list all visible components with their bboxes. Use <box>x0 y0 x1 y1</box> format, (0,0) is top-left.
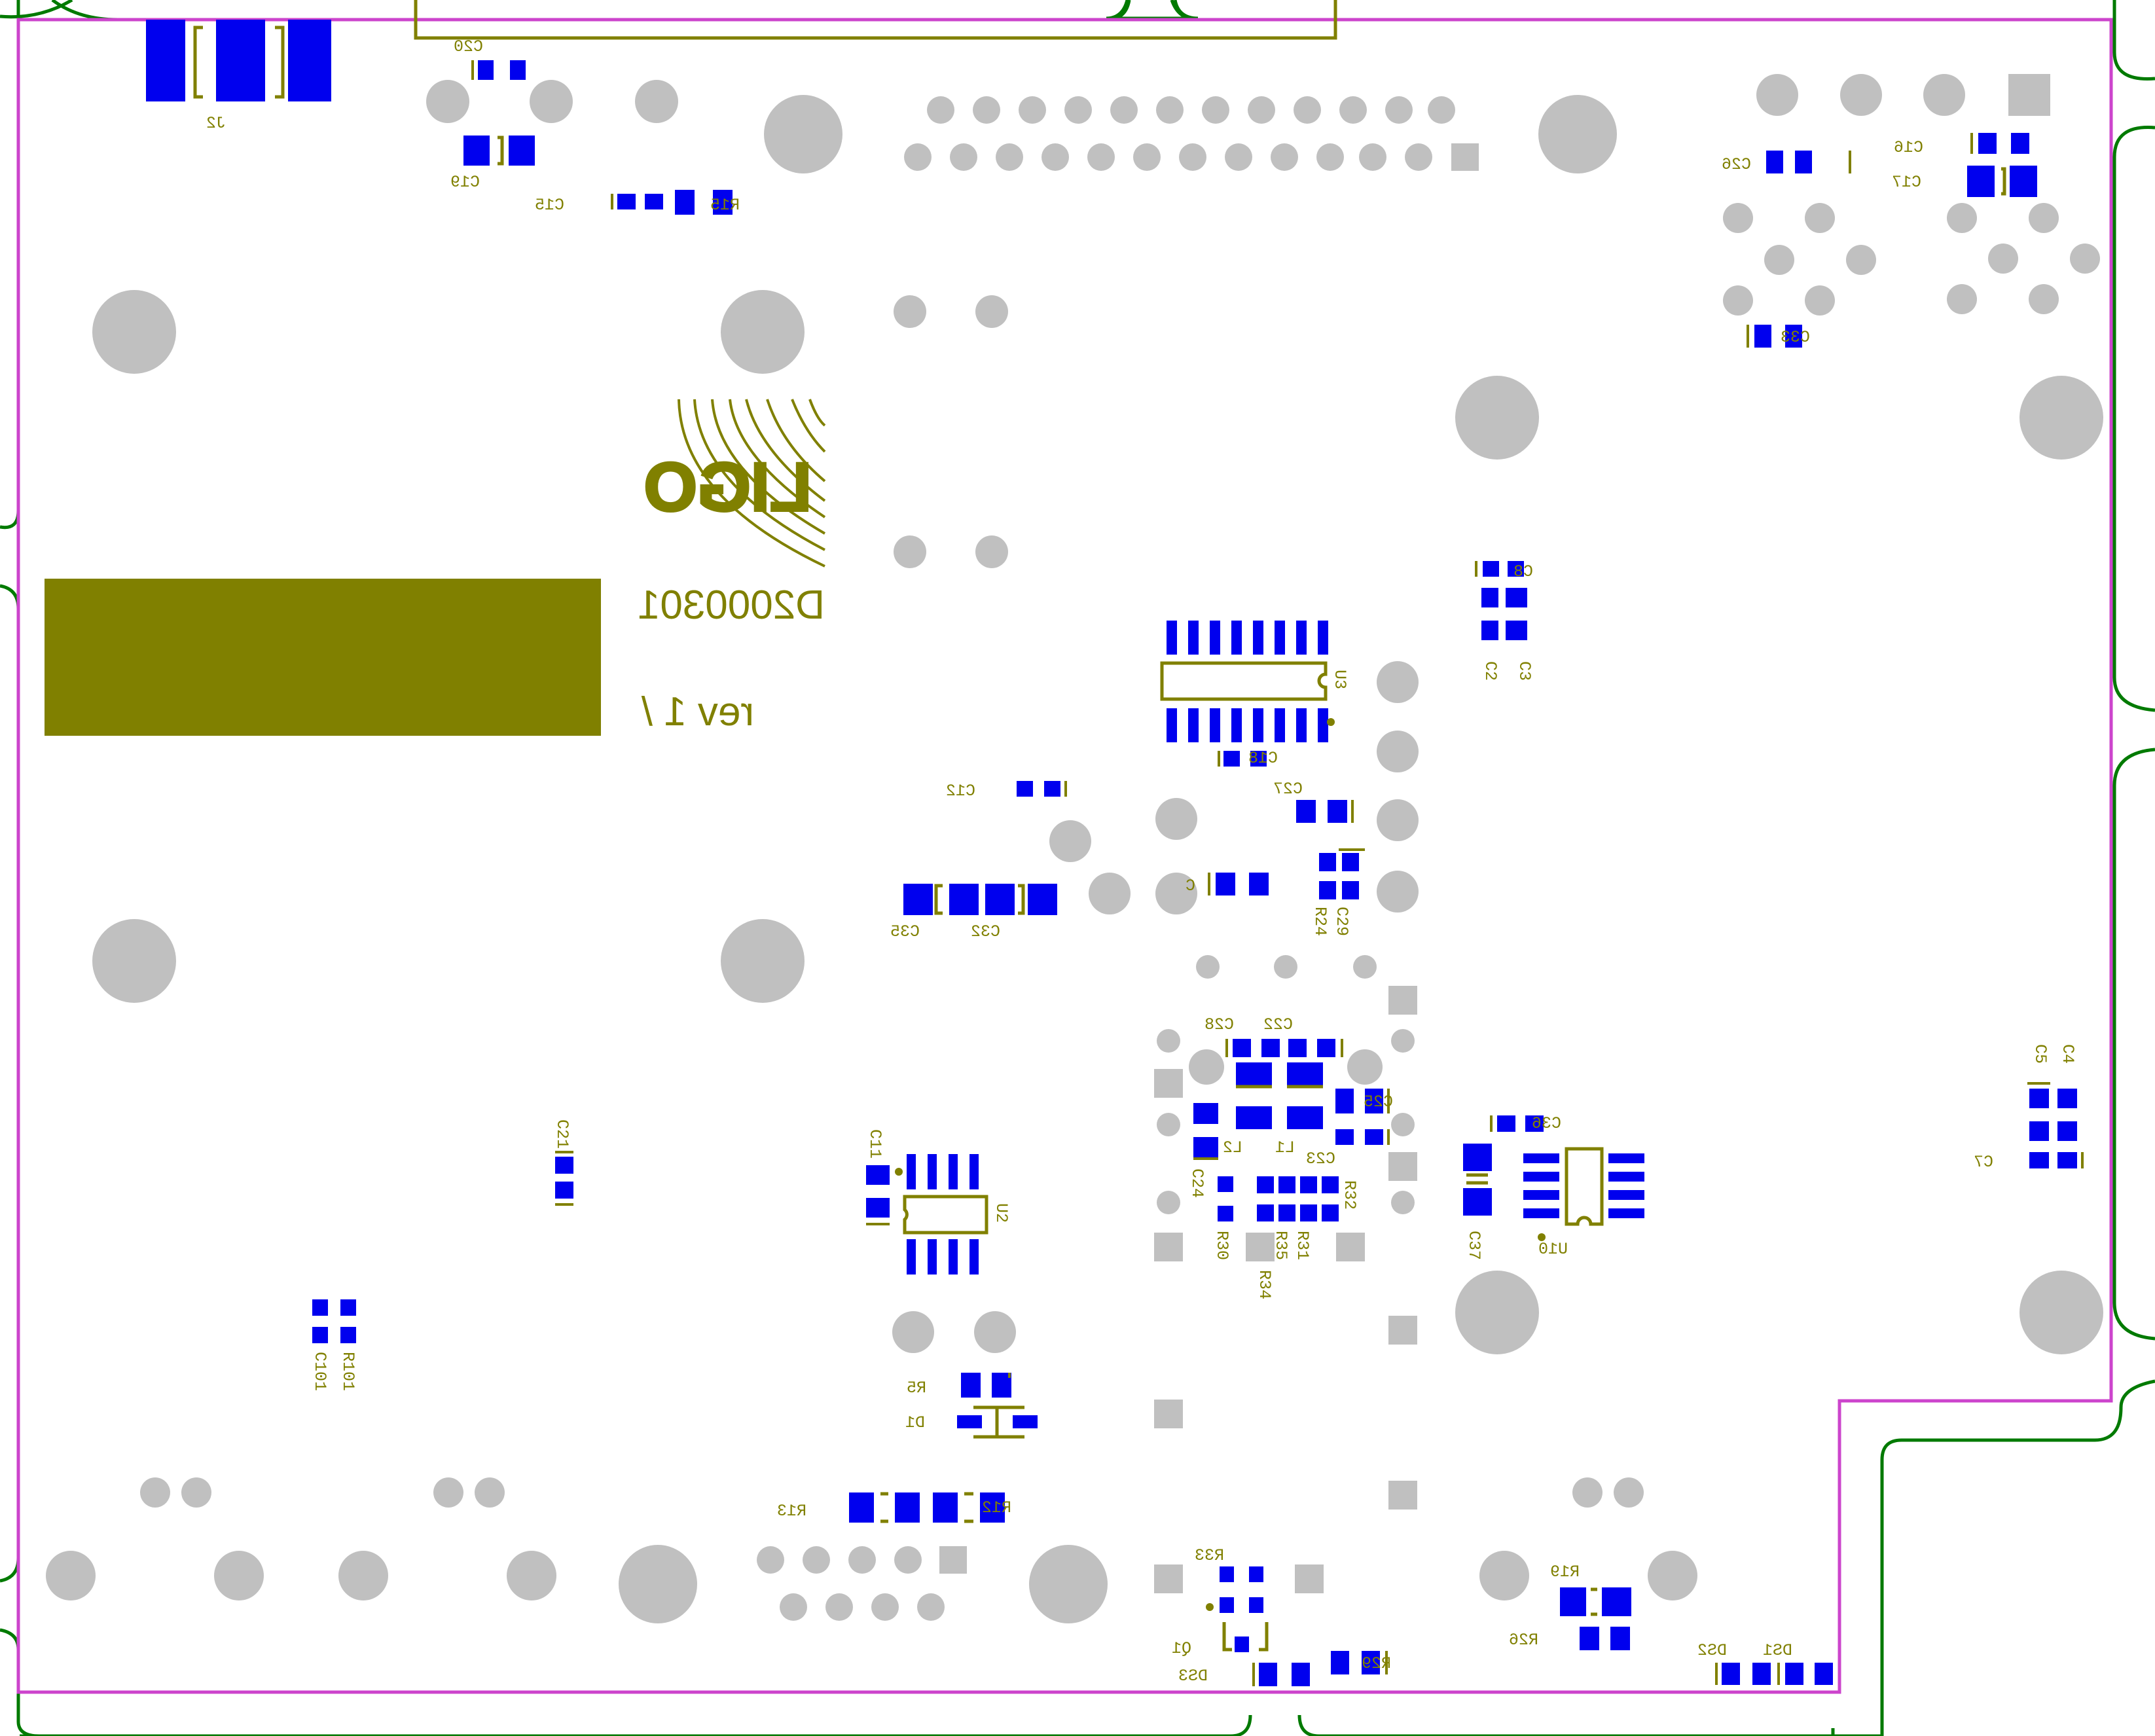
label-c1: C <box>1186 877 1195 895</box>
label-u3: U3 <box>1330 670 1349 689</box>
label-c15: C15 <box>535 196 564 215</box>
label-c36: C36 <box>1532 1114 1561 1133</box>
label-q1: Q1 <box>1172 1639 1191 1658</box>
label-c29: C29 <box>1332 907 1351 936</box>
label-ds1: DS1 <box>1763 1641 1792 1660</box>
label-r32: R32 <box>1340 1180 1359 1210</box>
label-r19: R19 <box>1550 1563 1580 1582</box>
ligo-logo-text: LIGO <box>643 449 812 526</box>
db25-top-row <box>927 96 1455 124</box>
label-c26: C26 <box>1722 155 1751 174</box>
label-l2: L2 <box>1223 1138 1242 1157</box>
label-r12: R12 <box>982 1498 1011 1517</box>
label-r15: R15 <box>710 196 740 215</box>
label-c5: C5 <box>2031 1044 2050 1064</box>
label-j2: J2 <box>206 114 226 133</box>
label-r26: R26 <box>1509 1631 1538 1650</box>
label-c22: C22 <box>1263 1015 1293 1034</box>
connector-outline-top <box>414 0 1337 40</box>
label-c12: C12 <box>946 782 975 801</box>
label-r29: R29 <box>1362 1654 1391 1673</box>
pin1-markers <box>895 718 1546 1611</box>
label-c37: C37 <box>1464 1231 1483 1260</box>
u3-pads <box>1167 621 1328 742</box>
label-r30: R30 <box>1212 1231 1231 1260</box>
label-c3: C3 <box>1515 661 1534 681</box>
label-c24: C24 <box>1187 1168 1206 1198</box>
label-ds3: DS3 <box>1178 1667 1208 1686</box>
label-c16: C16 <box>1894 138 1923 157</box>
label-c11: C11 <box>865 1129 884 1159</box>
label-c20: C20 <box>454 37 483 56</box>
part-number-text: D2000301 <box>638 583 825 628</box>
label-c33: C33 <box>1781 328 1810 347</box>
label-c28: C28 <box>1204 1015 1234 1034</box>
board-outline <box>16 18 2113 1694</box>
label-c23: C23 <box>1306 1149 1335 1168</box>
label-r33: R33 <box>1195 1546 1224 1565</box>
label-c2: C2 <box>1481 661 1500 681</box>
copper-pads <box>146 20 2077 1686</box>
label-c4: C4 <box>2058 1044 2077 1064</box>
silkscreen-ticks <box>471 60 2084 1686</box>
label-l1: L1 <box>1275 1138 1295 1157</box>
revision-text: rev 1 / <box>641 689 754 734</box>
label-r31: R31 <box>1293 1231 1312 1260</box>
label-r35: R35 <box>1271 1231 1290 1260</box>
label-c18: C18 <box>1248 749 1278 768</box>
label-r13: R13 <box>777 1502 806 1521</box>
part-number-fill-block <box>45 579 601 736</box>
label-c8: C8 <box>1513 562 1533 581</box>
designator-labels: J2 C20 C19 C15 R15 C26 C16 C17 C33 C8 C2… <box>206 37 2077 1686</box>
label-c17: C17 <box>1892 173 1921 192</box>
silkscreen-outlines <box>193 26 2006 1652</box>
label-c19: C19 <box>450 173 480 192</box>
label-r24: R24 <box>1311 907 1330 936</box>
label-r101: R101 <box>338 1352 357 1391</box>
label-d1: D1 <box>905 1413 925 1432</box>
label-c25: C25 <box>1364 1093 1393 1112</box>
label-c32: C32 <box>971 922 1000 941</box>
label-ds2: DS2 <box>1697 1641 1727 1660</box>
label-c27: C27 <box>1273 780 1303 799</box>
label-r5: R5 <box>907 1379 926 1398</box>
drill-holes <box>46 74 2103 1623</box>
db25-bottom-row <box>904 143 1479 171</box>
label-c21: C21 <box>552 1119 571 1149</box>
label-c35: C35 <box>890 922 920 941</box>
u2-pads <box>907 1154 979 1275</box>
label-r34: R34 <box>1255 1270 1274 1299</box>
label-c101: C101 <box>310 1352 329 1391</box>
u10-pads <box>1523 1153 1644 1218</box>
label-u10: U10 <box>1538 1240 1568 1259</box>
label-u2: U2 <box>992 1203 1011 1223</box>
ligo-logo <box>678 399 826 568</box>
label-c7: C7 <box>1974 1153 1993 1172</box>
